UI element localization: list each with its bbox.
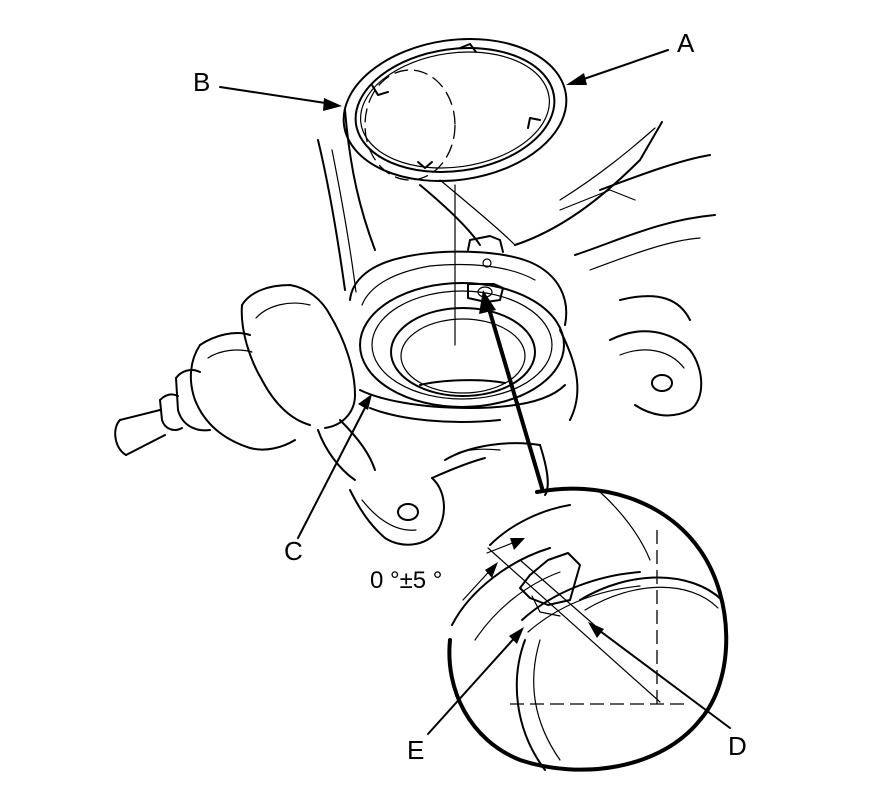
callout-b-label: B <box>193 67 210 97</box>
ball-joint <box>114 284 356 456</box>
angle-dimension <box>462 538 525 601</box>
callout-a-label: A <box>677 28 695 58</box>
callout-e-label: E <box>407 735 424 765</box>
steering-knuckle <box>317 109 716 546</box>
angle-tolerance-label: 0 °±5 ° <box>370 567 442 594</box>
detail-leader <box>479 290 544 490</box>
snap-ring <box>342 37 568 183</box>
dashed-ring-outline <box>364 69 456 181</box>
callout-d-label: D <box>728 731 747 761</box>
detail-magnifier <box>447 486 729 772</box>
callout-leaders <box>219 49 731 735</box>
callout-c-label: C <box>284 536 303 566</box>
